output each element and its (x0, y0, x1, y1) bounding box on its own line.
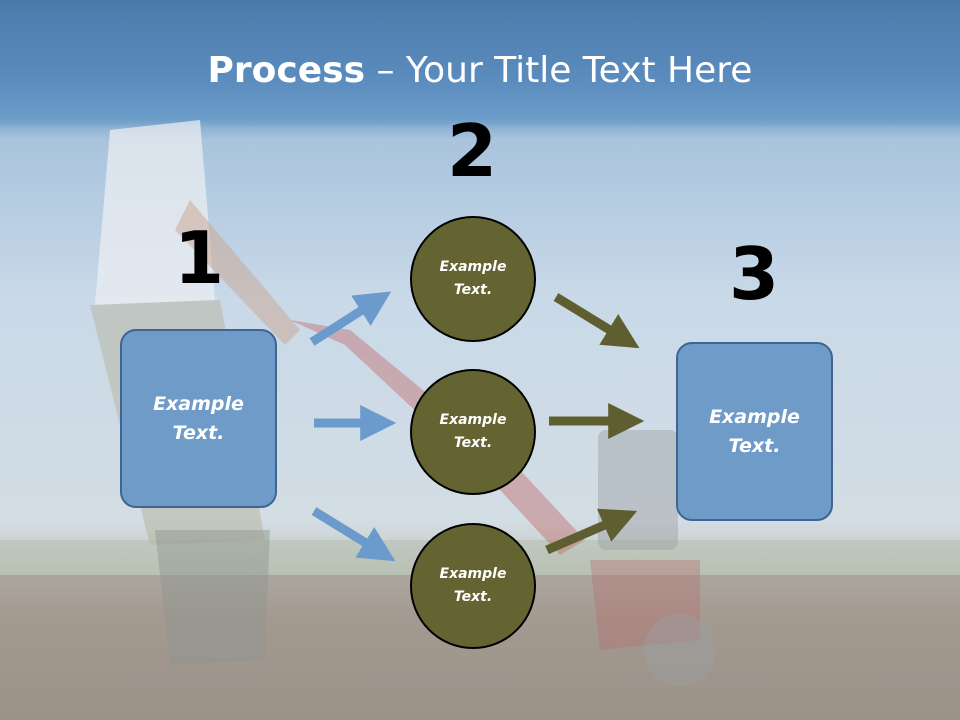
title-bold: Process (207, 50, 366, 91)
circle-bottom-line2: Text. (453, 589, 493, 605)
arrow-top-to-3 (553, 293, 640, 349)
step1-box-line2: Text. (172, 421, 225, 444)
slide-title: Process – Your Title Text Here (0, 50, 960, 91)
step-number-1: 1 (173, 216, 225, 300)
arrow-1-to-bottom (311, 507, 396, 562)
arrow-bottom-to-3 (545, 508, 638, 555)
step3-box: Example Text. (676, 342, 833, 521)
step-number-3: 3 (728, 232, 780, 316)
step2-circle-middle: Example Text. (410, 369, 536, 495)
circle-top-line1: Example (439, 259, 507, 275)
circle-middle-line1: Example (439, 412, 507, 428)
step3-box-line2: Text. (728, 434, 781, 457)
title-rest: – Your Title Text Here (365, 50, 753, 91)
title-band (0, 0, 960, 128)
circle-middle-line2: Text. (453, 435, 493, 451)
circle-bottom-line1: Example (439, 566, 507, 582)
circle-top-line2: Text. (453, 282, 493, 298)
step1-box-line1: Example (153, 392, 244, 415)
step-number-2: 2 (446, 109, 498, 193)
step3-box-line1: Example (709, 405, 800, 428)
step2-circle-top: Example Text. (410, 216, 536, 342)
step2-circle-bottom: Example Text. (410, 523, 536, 649)
arrow-1-to-top (309, 291, 392, 346)
step1-box: Example Text. (120, 329, 277, 508)
